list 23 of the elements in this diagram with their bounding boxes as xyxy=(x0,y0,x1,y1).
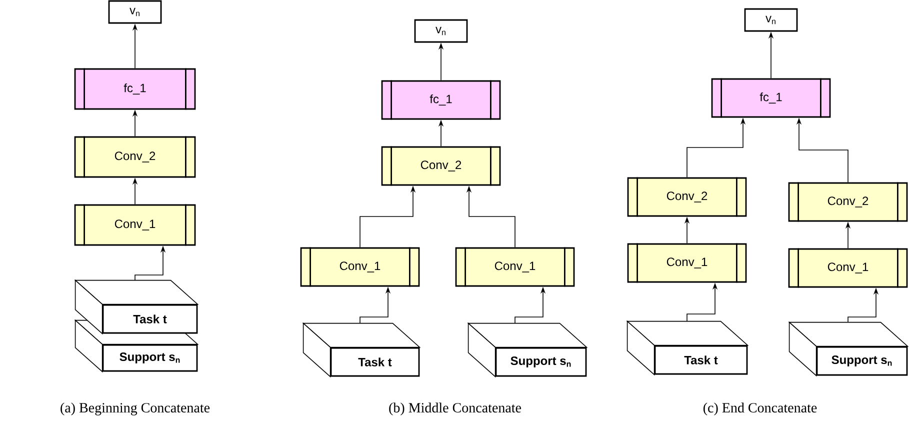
layer-box: fc_1 xyxy=(381,80,501,120)
layer-box: Conv_1 xyxy=(455,247,575,287)
layer-box: Conv_2 xyxy=(381,146,501,186)
layer-box: fc_1 xyxy=(711,78,831,118)
output-box: v$_{n}$ xyxy=(414,19,468,43)
output-box: v$_{n}$ xyxy=(744,8,798,32)
caption: (a) Beginning Concatenate xyxy=(60,402,210,416)
caption: (c) End Concatenate xyxy=(703,402,817,416)
node-label: Support s$_{n}$ xyxy=(510,356,571,368)
layer-box: Conv_1 xyxy=(627,243,747,283)
node-label: Task t xyxy=(358,358,392,366)
caption: (b) Middle Concatenate xyxy=(389,402,521,416)
node-label: Support s$_{n}$ xyxy=(832,356,892,366)
layer-box: Conv_1 xyxy=(74,204,196,246)
layer-box: Conv_2 xyxy=(788,182,908,222)
layer-box: Conv_2 xyxy=(74,136,196,178)
layer-box: Conv_1 xyxy=(300,247,420,287)
layer-box: Conv_2 xyxy=(627,177,747,217)
node-label: Support s$_{n}$ xyxy=(120,352,180,364)
output-box: v$_{n}$ xyxy=(108,0,162,24)
node-label: Task t xyxy=(684,356,718,364)
layer-box: Conv_1 xyxy=(788,248,908,288)
layer-box: fc_1 xyxy=(74,68,196,110)
